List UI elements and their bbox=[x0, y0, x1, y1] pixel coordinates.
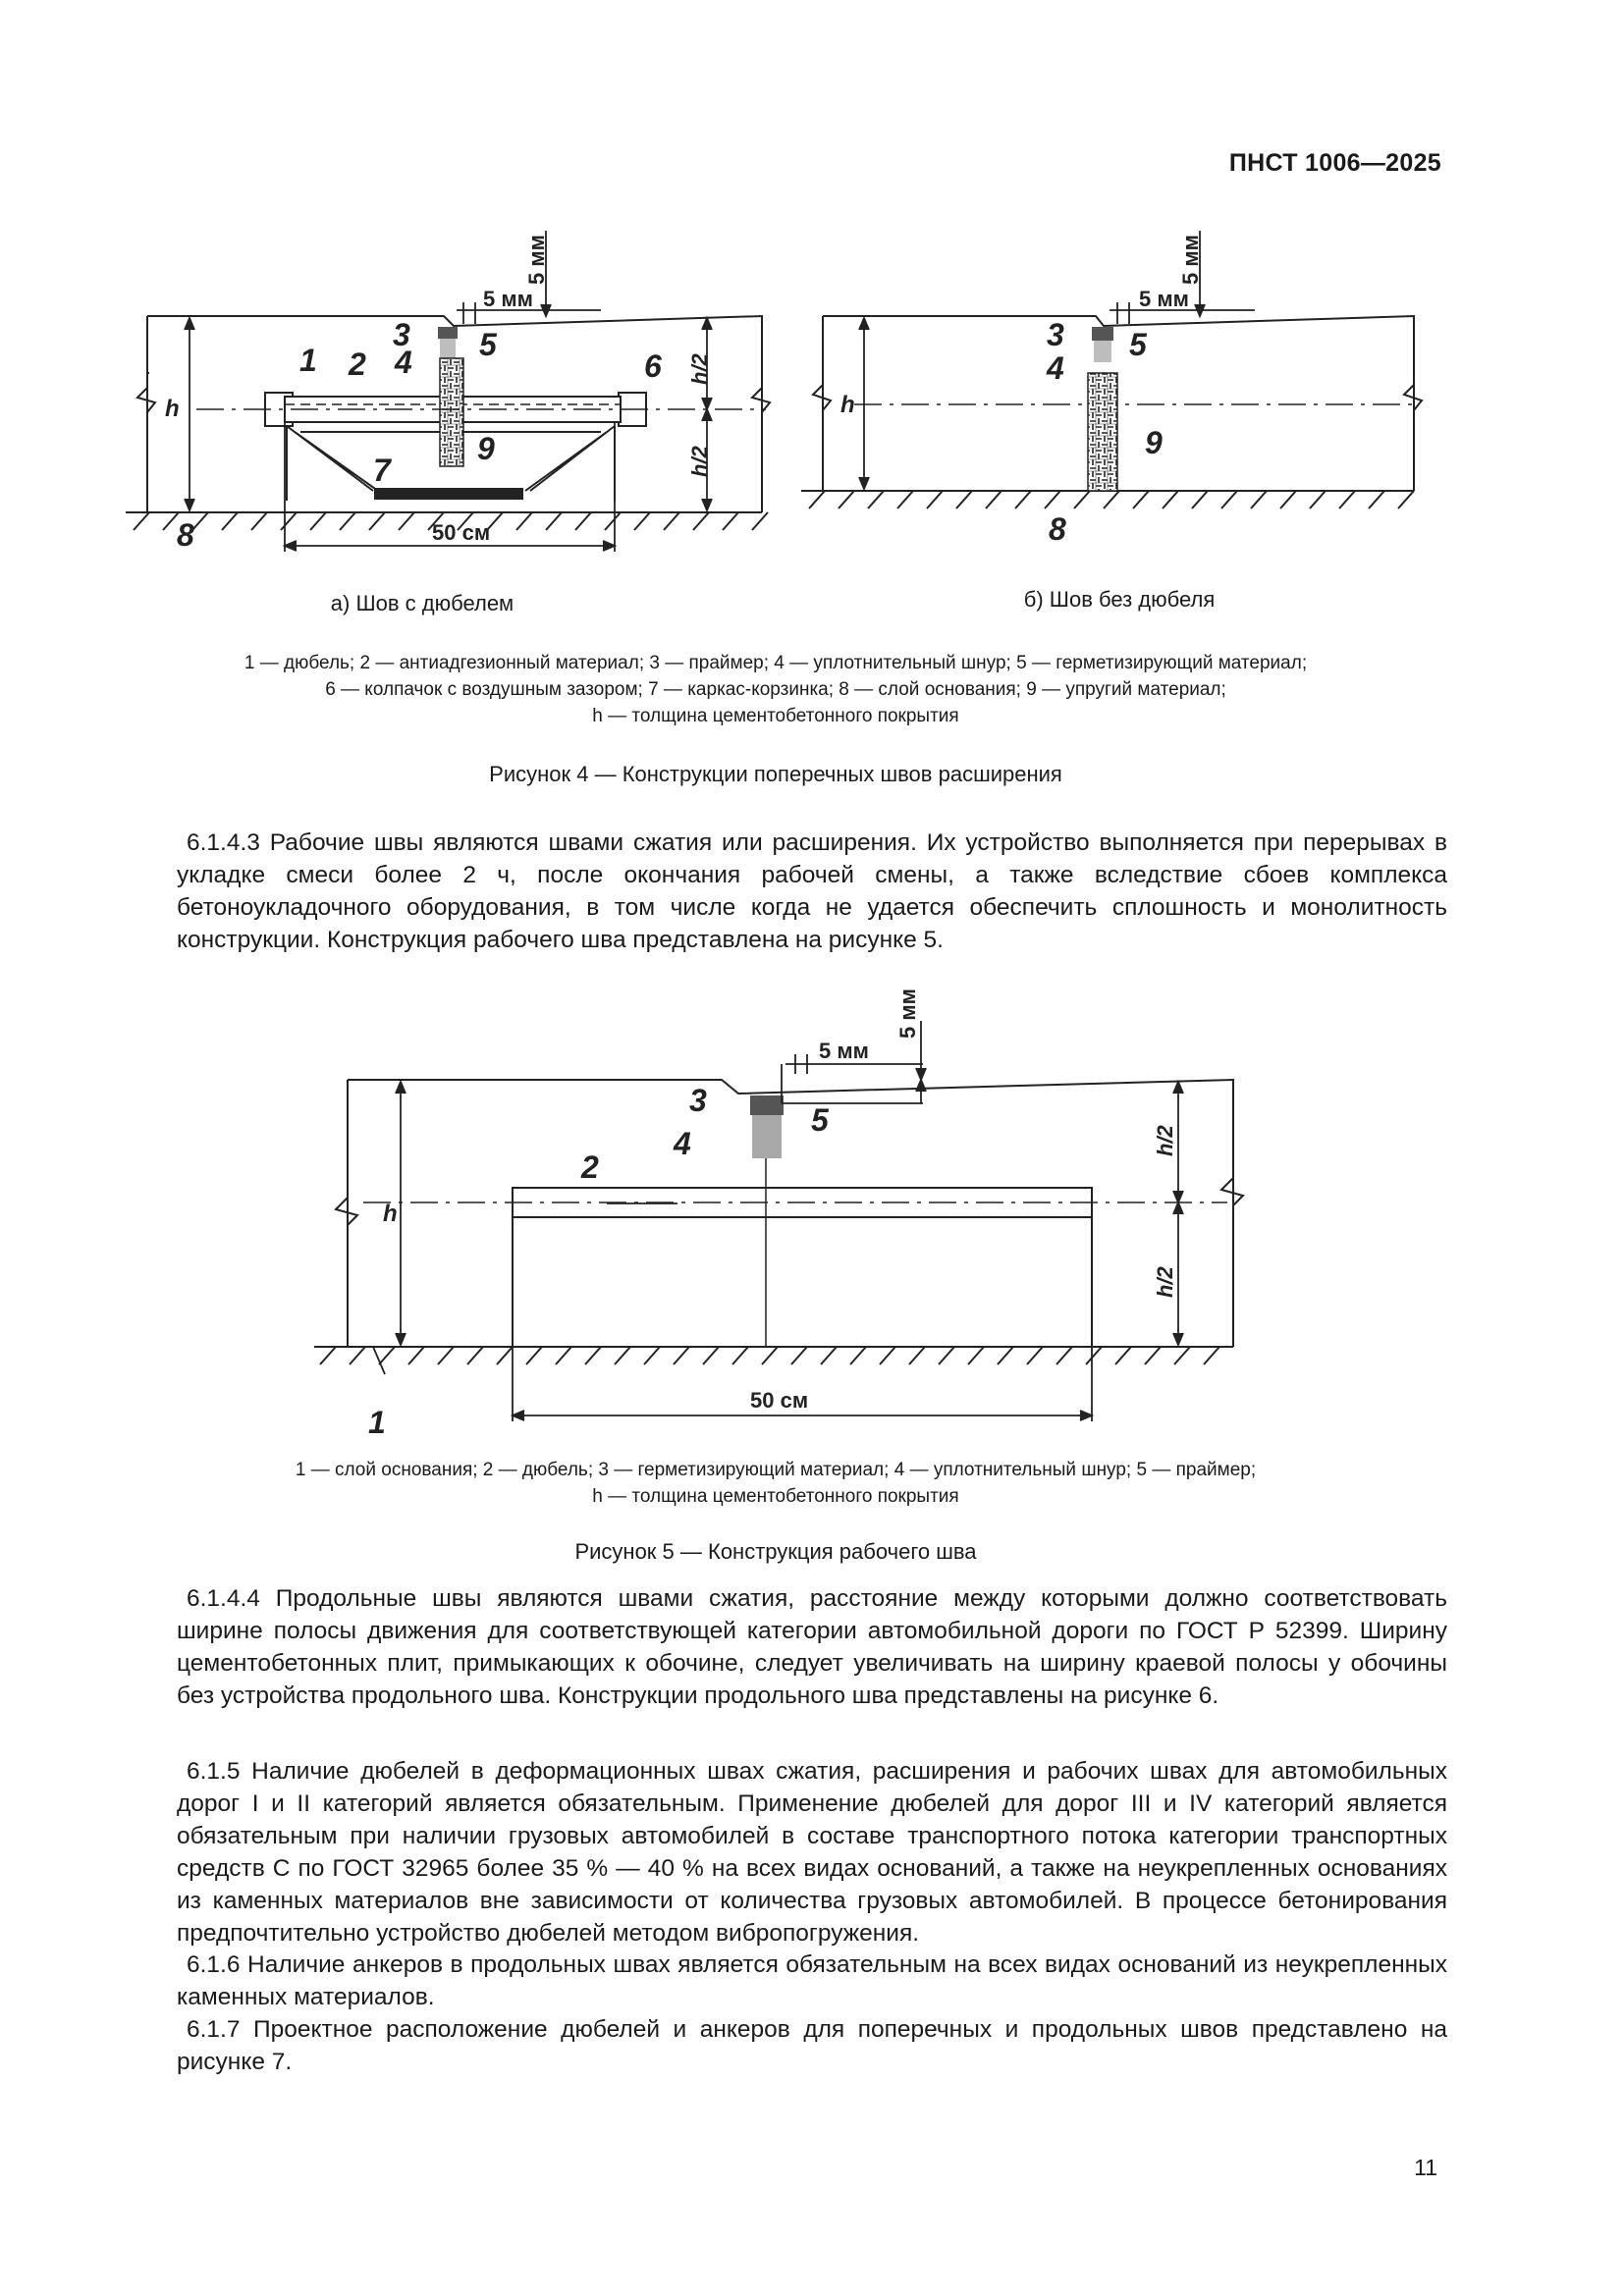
figure-5-legend-line2: h — толщина цементобетонного покрытия bbox=[592, 1486, 959, 1507]
svg-text:1: 1 bbox=[368, 1405, 386, 1440]
svg-text:2: 2 bbox=[348, 347, 366, 382]
paragraph-6-1-5: 6.1.5 Наличие дюбелей в деформационных ш… bbox=[177, 1758, 1447, 1947]
figure-5-legend: 1 — слой основания; 2 — дюбель; 3 — герм… bbox=[147, 1457, 1404, 1510]
svg-text:5: 5 bbox=[1129, 327, 1148, 362]
svg-text:h: h bbox=[383, 1201, 398, 1227]
svg-text:4: 4 bbox=[394, 345, 412, 380]
panel-a-joint bbox=[438, 327, 464, 467]
svg-text:5 мм: 5 мм bbox=[1139, 287, 1189, 311]
svg-text:5 мм: 5 мм bbox=[1178, 235, 1203, 285]
svg-text:8: 8 bbox=[1049, 511, 1066, 547]
panel-a-labels: 1 2 3 4 5 6 7 8 9 h h/2 h/2 50 см 5 мм 5… bbox=[165, 235, 712, 553]
svg-text:3: 3 bbox=[1047, 317, 1064, 352]
svg-text:50 см: 50 см bbox=[750, 1388, 808, 1413]
svg-text:3: 3 bbox=[689, 1083, 707, 1118]
paragraph-6-1-4-4: 6.1.4.4 Продольные швы являются швами сж… bbox=[177, 1585, 1447, 1709]
figure-4-legend-line2: 6 — колпачок с воздушным зазором; 7 — ка… bbox=[325, 679, 1226, 700]
panel-a-dimensions bbox=[184, 231, 713, 552]
svg-text:5 мм: 5 мм bbox=[524, 235, 549, 285]
panel-a-ground bbox=[126, 511, 769, 531]
svg-text:h/2: h/2 bbox=[1153, 1124, 1177, 1156]
figure-4-legend-line3: h — толщина цементобетонного покрытия bbox=[592, 706, 959, 726]
figure-4-caption: Рисунок 4 — Конструкции поперечных швов … bbox=[489, 762, 1062, 786]
panel-b-labels: 3 4 5 8 9 h 5 мм 5 мм bbox=[840, 235, 1203, 547]
figure-5-ground bbox=[314, 1346, 1233, 1365]
svg-text:2: 2 bbox=[580, 1149, 599, 1185]
figure-4-legend: 1 — дюбель; 2 — антиадгезионный материал… bbox=[147, 650, 1404, 729]
figure-5-labels: 1 2 3 4 5 h h/2 h/2 50 см 5 мм 5 мм bbox=[368, 988, 1177, 1440]
svg-text:5: 5 bbox=[479, 327, 498, 362]
figure-5-slab bbox=[334, 1078, 1245, 1347]
svg-text:h/2: h/2 bbox=[1153, 1265, 1177, 1298]
paragraph-6-1-4-3: 6.1.4.3 Рабочие швы являются швами сжати… bbox=[177, 829, 1447, 953]
svg-text:7: 7 bbox=[373, 453, 393, 488]
svg-text:3: 3 bbox=[393, 317, 410, 352]
svg-text:4: 4 bbox=[673, 1126, 691, 1161]
figure-5-dimensions bbox=[372, 1021, 1184, 1421]
svg-text:1: 1 bbox=[299, 343, 317, 378]
svg-text:h/2: h/2 bbox=[687, 352, 712, 385]
figure-5-joint bbox=[750, 1095, 784, 1158]
panel-b-dimensions bbox=[858, 231, 1255, 492]
svg-text:h: h bbox=[840, 392, 855, 418]
panel-b-ground bbox=[801, 490, 1415, 509]
figure-4-drawing: 1 2 3 4 5 6 7 8 9 h h/2 h/2 50 см 5 мм 5… bbox=[126, 231, 1424, 553]
svg-text:h: h bbox=[165, 396, 180, 422]
svg-text:9: 9 bbox=[477, 431, 495, 466]
page-number: 11 bbox=[1414, 2155, 1437, 2180]
svg-text:4: 4 bbox=[1046, 350, 1064, 386]
paragraph-6-1-7: 6.1.7 Проектное расположение дюбелей и а… bbox=[177, 2016, 1447, 2075]
svg-text:6: 6 bbox=[644, 348, 662, 384]
svg-text:5 мм: 5 мм bbox=[819, 1039, 869, 1063]
figure-4-legend-line1: 1 — дюбель; 2 — антиадгезионный материал… bbox=[244, 653, 1308, 673]
figure-5-caption: Рисунок 5 — Конструкция рабочего шва bbox=[574, 1539, 977, 1564]
figure-5-legend-line1: 1 — слой основания; 2 — дюбель; 3 — герм… bbox=[295, 1460, 1257, 1480]
svg-text:5 мм: 5 мм bbox=[895, 988, 920, 1039]
svg-text:9: 9 bbox=[1145, 425, 1163, 460]
figure-4b-caption: б) Шов без дюбеля bbox=[1023, 587, 1216, 612]
paragraph-6-1-6: 6.1.6 Наличие анкеров в продольных швах … bbox=[177, 1951, 1447, 2010]
svg-text:h/2: h/2 bbox=[687, 445, 712, 477]
figure-5-drawing: 1 2 3 4 5 h h/2 h/2 50 см 5 мм 5 мм bbox=[314, 988, 1245, 1440]
svg-text:8: 8 bbox=[177, 517, 194, 553]
document-header: ПНСТ 1006—2025 bbox=[1228, 149, 1441, 177]
svg-text:50 см: 50 см bbox=[432, 520, 490, 545]
figure-4a-caption: а) Шов с дюбелем bbox=[330, 591, 514, 615]
panel-b-joint bbox=[1087, 327, 1118, 492]
svg-text:5 мм: 5 мм bbox=[483, 287, 533, 311]
svg-text:5: 5 bbox=[811, 1102, 830, 1138]
